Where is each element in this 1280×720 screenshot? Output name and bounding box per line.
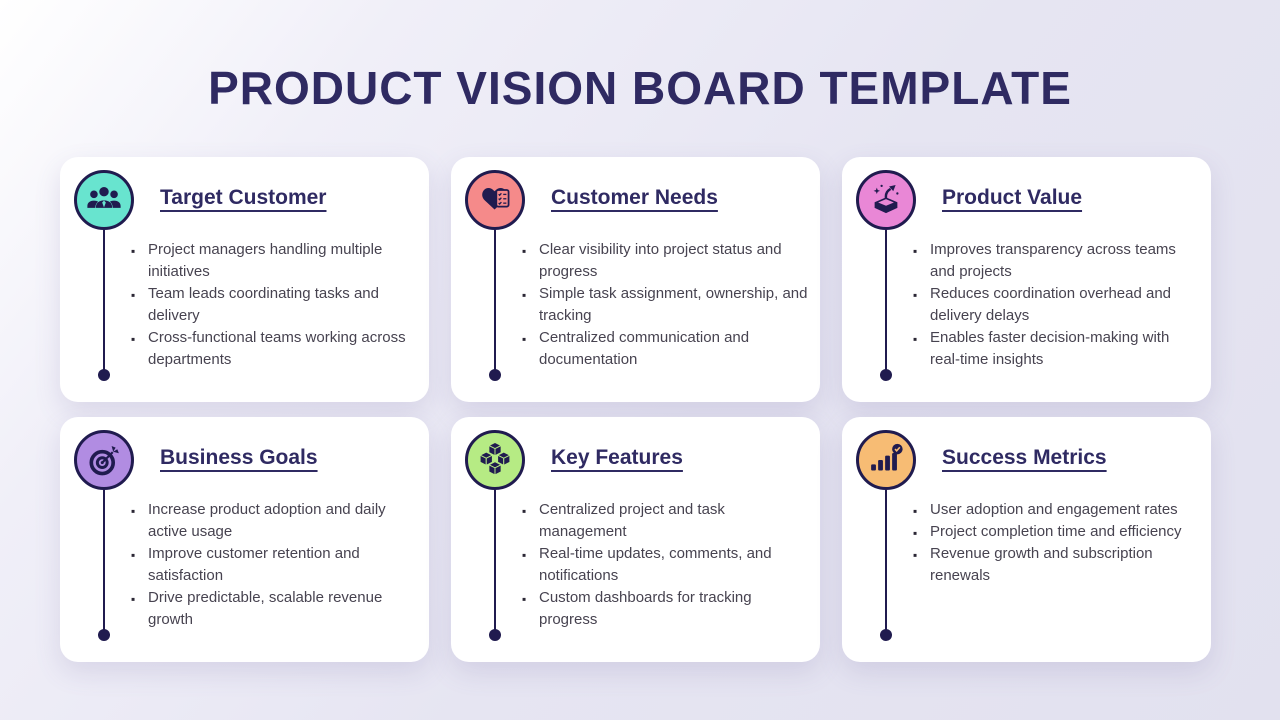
timeline-dot xyxy=(880,369,892,381)
card-title: Success Metrics xyxy=(942,446,1107,469)
bar-chart-check-icon xyxy=(856,430,916,490)
timeline-stem xyxy=(103,230,105,371)
card-title: Key Features xyxy=(551,446,683,469)
bullet-list: User adoption and engagement rates Proje… xyxy=(913,499,1199,587)
timeline-stem xyxy=(494,490,496,631)
bullet-item: Improves transparency across teams and p… xyxy=(913,239,1199,283)
bullet-item: Clear visibility into project status and… xyxy=(522,239,808,283)
timeline-stem xyxy=(885,490,887,631)
timeline-dot xyxy=(98,629,110,641)
bullet-item: Project completion time and efficiency xyxy=(913,521,1199,544)
card-title: Business Goals xyxy=(160,446,318,469)
bullet-item: Centralized project and task management xyxy=(522,499,808,543)
bullet-item: Custom dashboards for tracking progress xyxy=(522,587,808,631)
bullet-item: Enables faster decision-making with real… xyxy=(913,327,1199,371)
card-product-value: Product Value Improves transparency acro… xyxy=(842,157,1211,402)
board-grid: Target Customer Project managers handlin… xyxy=(60,157,1211,662)
product-launch-icon xyxy=(856,170,916,230)
card-target-customer: Target Customer Project managers handlin… xyxy=(60,157,429,402)
bullet-item: Centralized communication and documentat… xyxy=(522,327,808,371)
card-customer-needs: Customer Needs Clear visibility into pro… xyxy=(451,157,820,402)
card-title: Product Value xyxy=(942,186,1083,209)
timeline-stem xyxy=(494,230,496,371)
timeline-stem xyxy=(103,490,105,631)
bullet-list: Project managers handling multiple initi… xyxy=(131,239,417,371)
card-business-goals: Business Goals Increase product adoption… xyxy=(60,417,429,662)
heart-checklist-icon xyxy=(465,170,525,230)
bullet-list: Clear visibility into project status and… xyxy=(522,239,808,371)
bullet-item: Revenue growth and subscription renewals xyxy=(913,543,1199,587)
card-key-features: Key Features Centralized project and tas… xyxy=(451,417,820,662)
cubes-icon xyxy=(465,430,525,490)
bullet-item: Cross-functional teams working across de… xyxy=(131,327,417,371)
card-title: Target Customer xyxy=(160,186,327,209)
timeline-dot xyxy=(489,629,501,641)
bullet-item: Real-time updates, comments, and notific… xyxy=(522,543,808,587)
bullet-item: Drive predictable, scalable revenue grow… xyxy=(131,587,417,631)
timeline-dot xyxy=(489,369,501,381)
team-icon xyxy=(74,170,134,230)
bullet-item: User adoption and engagement rates xyxy=(913,499,1199,522)
bullet-item: Improve customer retention and satisfact… xyxy=(131,543,417,587)
card-success-metrics: Success Metrics User adoption and engage… xyxy=(842,417,1211,662)
timeline-dot xyxy=(880,629,892,641)
timeline-stem xyxy=(885,230,887,371)
timeline-dot xyxy=(98,369,110,381)
bullet-item: Reduces coordination overhead and delive… xyxy=(913,283,1199,327)
bullet-item: Team leads coordinating tasks and delive… xyxy=(131,283,417,327)
bullet-list: Centralized project and task management … xyxy=(522,499,808,631)
bullet-item: Project managers handling multiple initi… xyxy=(131,239,417,283)
bullet-list: Improves transparency across teams and p… xyxy=(913,239,1199,371)
target-dart-icon xyxy=(74,430,134,490)
page-title: PRODUCT VISION BOARD TEMPLATE xyxy=(208,62,1072,114)
bullet-item: Increase product adoption and daily acti… xyxy=(131,499,417,543)
bullet-item: Simple task assignment, ownership, and t… xyxy=(522,283,808,327)
card-title: Customer Needs xyxy=(551,186,718,209)
bullet-list: Increase product adoption and daily acti… xyxy=(131,499,417,631)
